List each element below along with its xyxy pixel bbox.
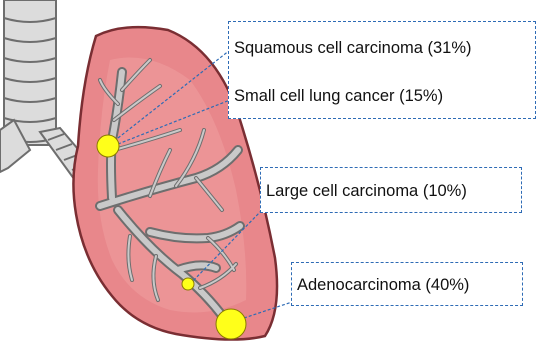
large-cell-marker [182,278,194,290]
callout-squamous-small-cell: Squamous cell carcinoma (31%) Small cell… [228,21,536,119]
label-adenocarcinoma: Adenocarcinoma (40%) [297,275,469,295]
callout-adenocarcinoma: Adenocarcinoma (40%) [291,262,523,306]
label-small-cell: Small cell lung cancer (15%) [234,86,443,106]
callout-large-cell: Large cell carcinoma (10%) [260,167,522,213]
squamous-marker [97,135,119,157]
label-large-cell: Large cell carcinoma (10%) [266,181,467,201]
label-squamous: Squamous cell carcinoma (31%) [234,38,472,58]
adenocarcinoma-marker [216,309,246,339]
